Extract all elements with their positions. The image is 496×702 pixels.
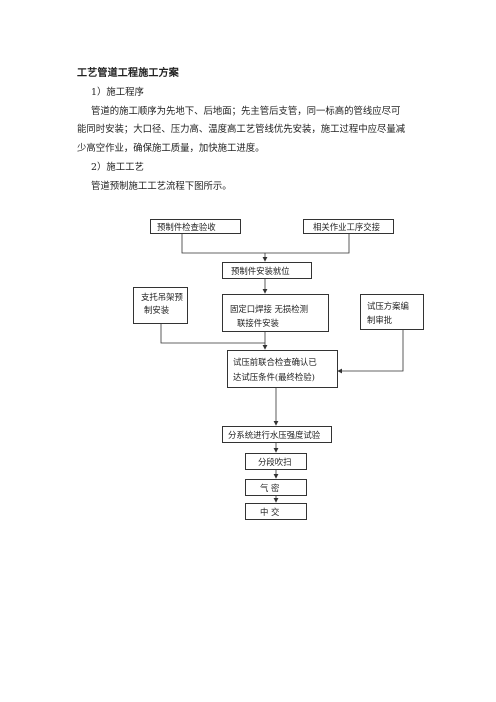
box-pretest-check: 试压前联合检查确认已 达试压条件(最终检验) <box>227 350 338 388</box>
box-support-hanger-line1: 支托吊架预 <box>141 292 183 302</box>
box-related-handover-label: 相关作业工序交接 <box>313 222 380 232</box>
connector-related-to-install <box>265 233 350 254</box>
box-prefab-install: 预制件安装就位 <box>222 262 312 279</box>
box-prefab-inspect: 预制件检查验收 <box>150 219 241 234</box>
paragraph-2-line-1: 管道预制施工工艺流程下图所示。 <box>91 181 232 192</box>
box-weld-ndt-line2: 联接件安装 <box>237 318 279 328</box>
paragraph-1-line-3: 少高空作业，确保施工质量，加快施工进度。 <box>77 143 265 154</box>
box-weld-ndt-line1: 固定口焊接 无损检测 <box>230 304 309 314</box>
box-handover: 中 交 <box>245 503 307 520</box>
box-purge-label: 分段吹扫 <box>258 457 292 467</box>
box-handover-label: 中 交 <box>260 507 280 517</box>
section-heading-1: 1）施工程序 <box>91 87 144 98</box>
paragraph-1-line-2: 能同时安装；大口径、压力高、温度高工艺管线优先安装，施工过程中应尽量减 <box>77 124 406 135</box>
box-support-hanger-line2: 制安装 <box>144 305 170 315</box>
box-hydro-test-label: 分系统进行水压强度试验 <box>228 430 321 440</box>
box-airtight: 气 密 <box>245 479 307 496</box>
connector-testplan-to-pretest <box>337 330 404 374</box>
box-related-handover: 相关作业工序交接 <box>303 219 394 234</box>
section-heading-2: 2）施工工艺 <box>91 162 144 173</box>
box-pretest-check-line1: 试压前联合检查确认已 <box>233 357 317 367</box>
box-prefab-inspect-label: 预制件检查验收 <box>157 222 216 232</box>
box-airtight-label: 气 密 <box>260 483 280 493</box>
box-weld-ndt: 固定口焊接 无损检测 联接件安装 <box>222 294 329 332</box>
document-title: 工艺管道工程施工方案 <box>77 68 179 79</box>
box-purge: 分段吹扫 <box>245 453 307 470</box>
connector-support-to-weld <box>160 324 265 344</box>
box-test-plan-line2: 制审批 <box>367 315 393 325</box>
box-prefab-install-label: 预制件安装就位 <box>231 266 290 276</box>
connector-prefab-to-install <box>181 233 265 254</box>
box-test-plan: 试压方案编 制审批 <box>360 294 424 330</box>
box-test-plan-line1: 试压方案编 <box>367 301 409 311</box>
box-hydro-test: 分系统进行水压强度试验 <box>222 426 332 443</box>
box-pretest-check-line2: 达试压条件(最终检验) <box>233 372 315 382</box>
paragraph-1-line-1: 管道的施工顺序为先地下、后地面；先主管后支管，同一标高的管线应尽可 <box>91 106 401 117</box>
box-support-hanger: 支托吊架预 制安装 <box>133 287 188 324</box>
